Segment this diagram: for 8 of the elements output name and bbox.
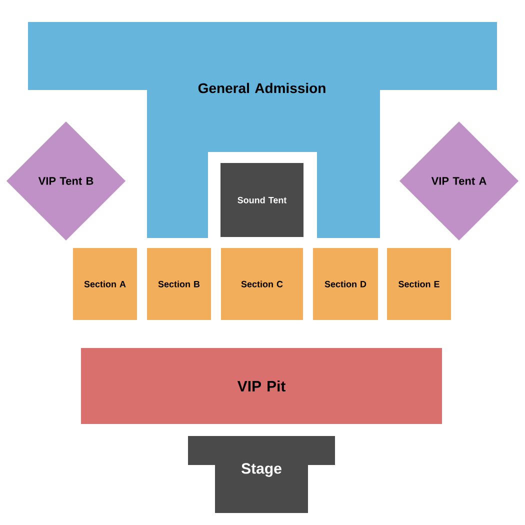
vip-pit-area: VIP Pit — [81, 348, 442, 424]
section-box: Section E — [387, 248, 451, 320]
section-box: Section C — [221, 248, 303, 320]
section-box: Section D — [313, 248, 378, 320]
section-box: Section A — [73, 248, 137, 320]
section-box: Section B — [147, 248, 211, 320]
stage-area: Stage — [188, 436, 335, 513]
sound-tent-box: Sound Tent — [220, 163, 304, 237]
